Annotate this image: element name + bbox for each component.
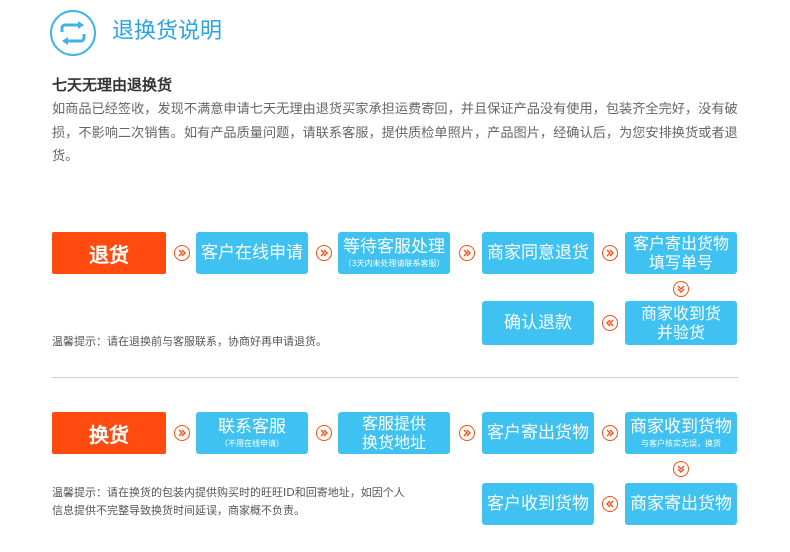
exchange-icon	[50, 10, 96, 56]
step-sublabel: 与客户核实无误，换货	[641, 438, 721, 448]
arrow-right-icon	[316, 425, 332, 441]
return-note: 温馨提示：请在退换前与客服联系，协商好再申请退货。	[52, 335, 327, 348]
arrow-down-icon	[673, 281, 689, 297]
step-label: 商家同意退货	[487, 242, 589, 263]
step-sublabel: （3天内未处理请联系客服）	[343, 258, 445, 268]
step-label: 联系客服	[218, 416, 286, 437]
return-step-agree: 商家同意退货	[482, 232, 594, 274]
exchange-step-done: 客户收到货物	[482, 483, 594, 525]
step-label: 商家收到货物	[630, 416, 732, 437]
return-step-wait: 等待客服处理 （3天内未处理请联系客服）	[338, 232, 450, 274]
step-label: 客户在线申请	[201, 242, 303, 263]
exchange-note-line: 信息提供不完整导致换货时间延误，商家概不负责。	[52, 504, 305, 517]
return-label: 退货	[52, 232, 166, 274]
step-label: 等待客服处理	[343, 236, 445, 257]
exchange-step-address: 客服提供 换货地址	[338, 412, 450, 454]
step-label: 客户寄出货物	[487, 422, 589, 443]
arrow-right-icon	[602, 245, 618, 261]
arrow-right-icon	[459, 425, 475, 441]
arrow-down-icon	[673, 461, 689, 477]
arrow-right-icon	[602, 425, 618, 441]
policy-title: 七天无理由退换货	[52, 76, 173, 94]
arrow-right-icon	[316, 245, 332, 261]
exchange-note: 温馨提示：请在换货的包装内提供购买时的旺旺ID和回寄地址，如因个人 信息提供不完…	[52, 484, 472, 520]
step-label: 客户收到货物	[487, 493, 589, 514]
return-step-ship: 客户寄出货物 填写单号	[625, 232, 737, 274]
step-label: 换货地址	[361, 433, 426, 452]
step-label: 填写单号	[648, 253, 713, 272]
exchange-note-line: 温馨提示：请在换货的包装内提供购买时的旺旺ID和回寄地址，如因个人	[52, 486, 405, 499]
divider	[52, 377, 738, 378]
step-label: 确认退款	[504, 312, 572, 333]
policy-text: 如商品已经签收，发现不满意申请七天无理由退货买家承担运费寄回，并且保证产品没有使…	[52, 102, 738, 164]
step-label: 客服提供	[361, 414, 426, 433]
arrow-right-icon	[174, 245, 190, 261]
return-step-receive: 商家收到货 并验货	[625, 301, 737, 345]
arrow-left-icon	[602, 496, 618, 512]
step-label: 商家收到货	[640, 304, 721, 323]
exchange-step-contact: 联系客服 （不用在线申请）	[196, 412, 308, 454]
exchange-step-ship: 客户寄出货物	[482, 412, 594, 454]
step-label: 商家寄出货物	[630, 493, 732, 514]
step-sublabel: （不用在线申请）	[220, 438, 284, 448]
step-label: 并验货	[656, 323, 705, 342]
page-title: 退换货说明	[112, 19, 223, 44]
arrow-right-icon	[459, 245, 475, 261]
return-step-apply: 客户在线申请	[196, 232, 308, 274]
arrow-right-icon	[174, 425, 190, 441]
arrow-left-icon	[602, 315, 618, 331]
exchange-step-receive: 商家收到货物 与客户核实无误，换货	[625, 412, 737, 454]
step-label: 客户寄出货物	[632, 234, 729, 253]
return-step-refund: 确认退款	[482, 301, 594, 345]
exchange-label: 换货	[52, 412, 166, 454]
exchange-step-send: 商家寄出货物	[625, 483, 737, 525]
